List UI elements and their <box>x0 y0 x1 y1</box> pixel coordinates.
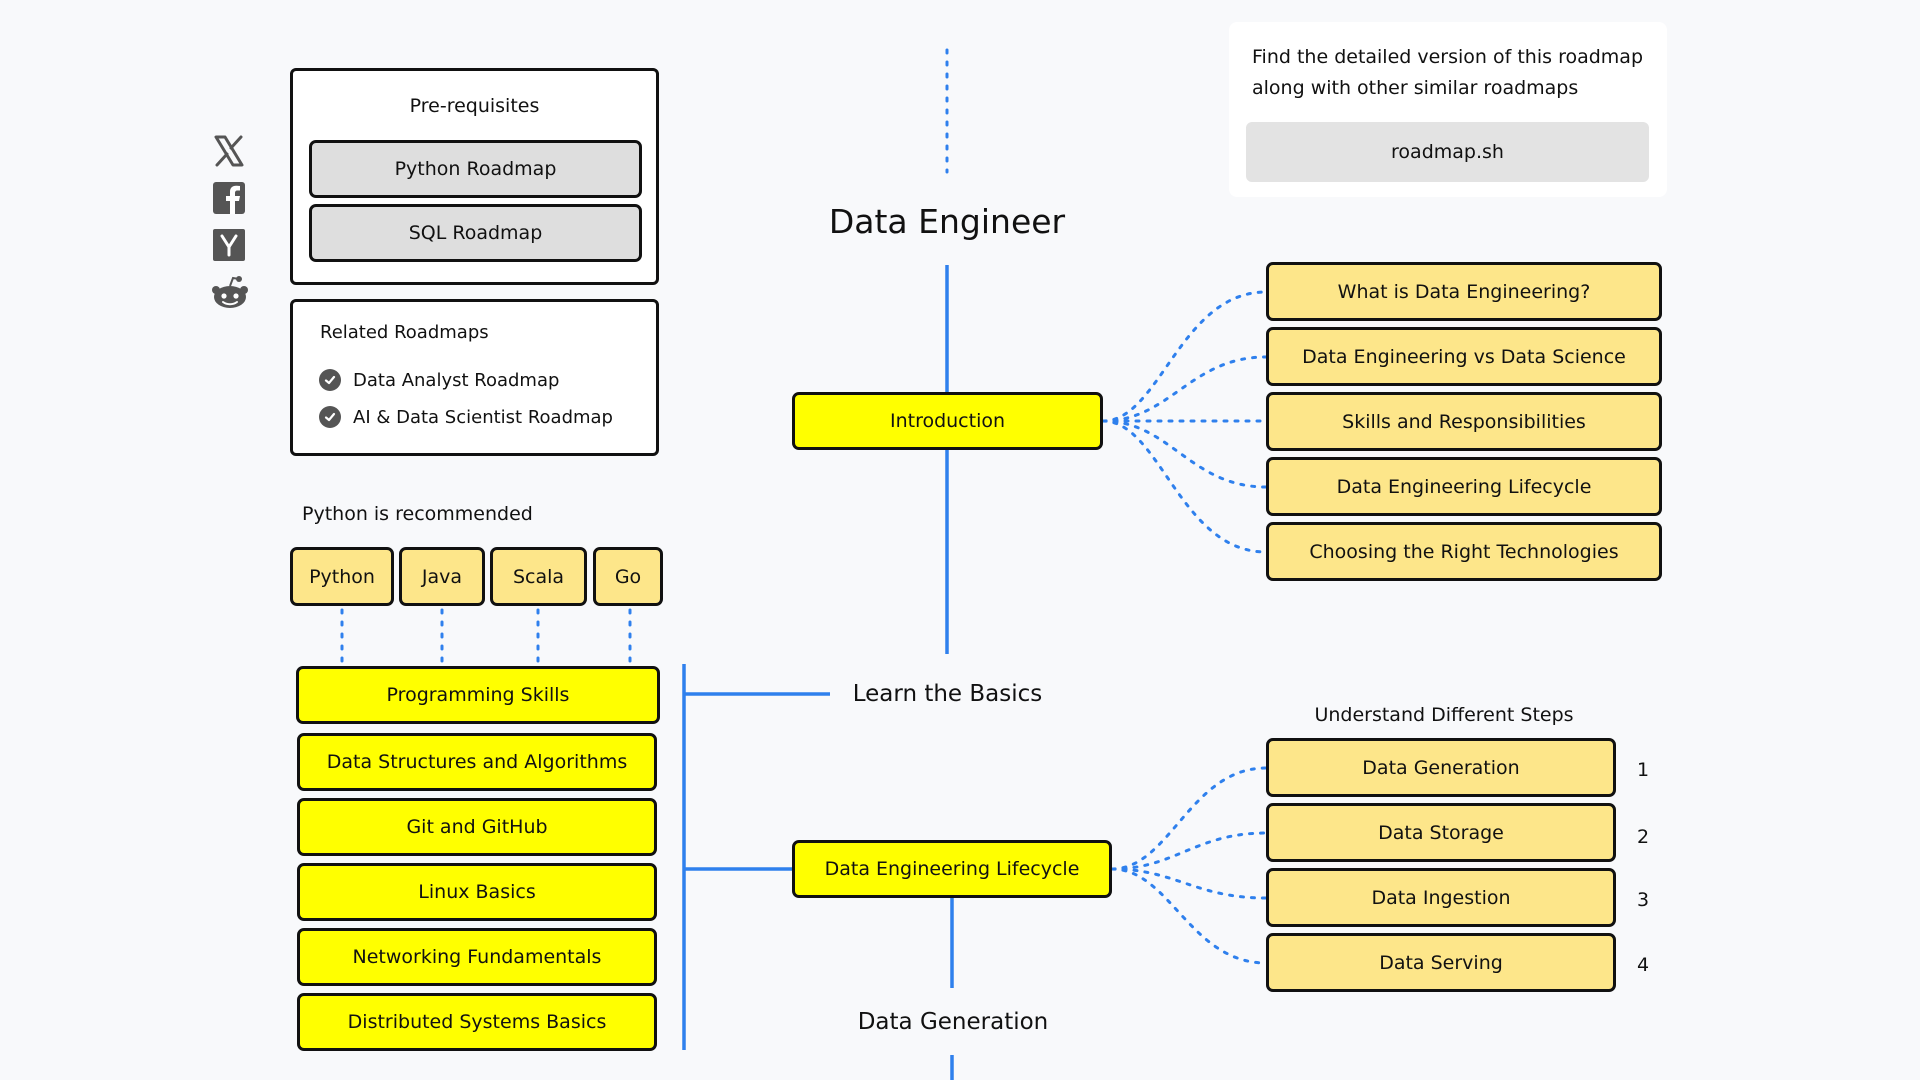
language-go[interactable]: Go <box>593 547 663 606</box>
step-data-serving[interactable]: Data Serving <box>1266 933 1616 992</box>
social-share-bar <box>212 134 248 314</box>
x-icon[interactable] <box>212 134 246 168</box>
step-number: 2 <box>1637 826 1650 848</box>
promo-card: Find the detailed version of this roadma… <box>1229 22 1667 197</box>
sql-roadmap-link[interactable]: SQL Roadmap <box>309 204 642 262</box>
step-data-storage[interactable]: Data Storage <box>1266 803 1616 862</box>
learn-the-basics-heading: Learn the Basics <box>852 681 1043 707</box>
connector-step-4 <box>1110 867 1268 965</box>
step-data-generation[interactable]: Data Generation <box>1266 738 1616 797</box>
basics-git-github[interactable]: Git and GitHub <box>297 798 657 856</box>
connector-intro-5 <box>1101 419 1268 554</box>
step-data-ingestion[interactable]: Data Ingestion <box>1266 868 1616 927</box>
python-recommended-note: Python is recommended <box>302 503 533 525</box>
topic-what-is-data-engineering[interactable]: What is Data Engineering? <box>1266 262 1662 321</box>
promo-text: Find the detailed version of this roadma… <box>1252 42 1643 104</box>
promo-text-line2: along with other similar roadmaps <box>1252 77 1579 99</box>
connector-intro-4 <box>1101 419 1268 489</box>
basics-data-structures[interactable]: Data Structures and Algorithms <box>297 733 657 791</box>
related-roadmaps-title: Related Roadmaps <box>320 322 489 343</box>
related-item-ai-data-scientist[interactable]: AI & Data Scientist Roadmap <box>319 406 613 428</box>
page-title: Data Engineer <box>828 201 1066 241</box>
connector-step-1 <box>1110 766 1268 871</box>
promo-text-line1: Find the detailed version of this roadma… <box>1252 46 1644 68</box>
connector-step-2 <box>1110 831 1268 871</box>
connector-step-3 <box>1110 867 1268 900</box>
connector-intro-1 <box>1101 290 1268 423</box>
basics-programming-skills[interactable]: Programming Skills <box>296 666 660 724</box>
topic-de-lifecycle[interactable]: Data Engineering Lifecycle <box>1266 457 1662 516</box>
prerequisites-panel: Pre-requisites Python Roadmap SQL Roadma… <box>290 68 659 285</box>
connector-intro-2 <box>1101 355 1268 423</box>
introduction-node[interactable]: Introduction <box>792 392 1103 450</box>
step-number: 1 <box>1637 759 1650 781</box>
steps-heading: Understand Different Steps <box>1314 704 1574 726</box>
step-number: 3 <box>1637 889 1650 911</box>
data-generation-heading: Data Generation <box>857 1009 1049 1035</box>
facebook-icon[interactable] <box>213 182 245 214</box>
basics-distributed-systems[interactable]: Distributed Systems Basics <box>297 993 657 1051</box>
step-number: 4 <box>1637 954 1650 976</box>
reddit-icon[interactable] <box>210 275 250 311</box>
lifecycle-node[interactable]: Data Engineering Lifecycle <box>792 840 1112 898</box>
language-scala[interactable]: Scala <box>490 547 587 606</box>
python-roadmap-link[interactable]: Python Roadmap <box>309 140 642 198</box>
related-item-label: Data Analyst Roadmap <box>353 369 560 391</box>
language-java[interactable]: Java <box>399 547 485 606</box>
topic-skills-responsibilities[interactable]: Skills and Responsibilities <box>1266 392 1662 451</box>
roadmap-sh-button[interactable]: roadmap.sh <box>1246 122 1649 182</box>
hackernews-icon[interactable] <box>213 229 245 261</box>
related-item-label: AI & Data Scientist Roadmap <box>353 406 613 428</box>
topic-de-vs-ds[interactable]: Data Engineering vs Data Science <box>1266 327 1662 386</box>
check-circle-icon <box>319 406 341 428</box>
prerequisites-title: Pre-requisites <box>409 95 540 117</box>
basics-networking[interactable]: Networking Fundamentals <box>297 928 657 986</box>
language-python[interactable]: Python <box>290 547 394 606</box>
basics-linux[interactable]: Linux Basics <box>297 863 657 921</box>
related-roadmaps-panel: Related Roadmaps Data Analyst Roadmap AI… <box>290 299 659 456</box>
topic-choosing-technologies[interactable]: Choosing the Right Technologies <box>1266 522 1662 581</box>
related-item-data-analyst[interactable]: Data Analyst Roadmap <box>319 369 559 391</box>
check-circle-icon <box>319 369 341 391</box>
